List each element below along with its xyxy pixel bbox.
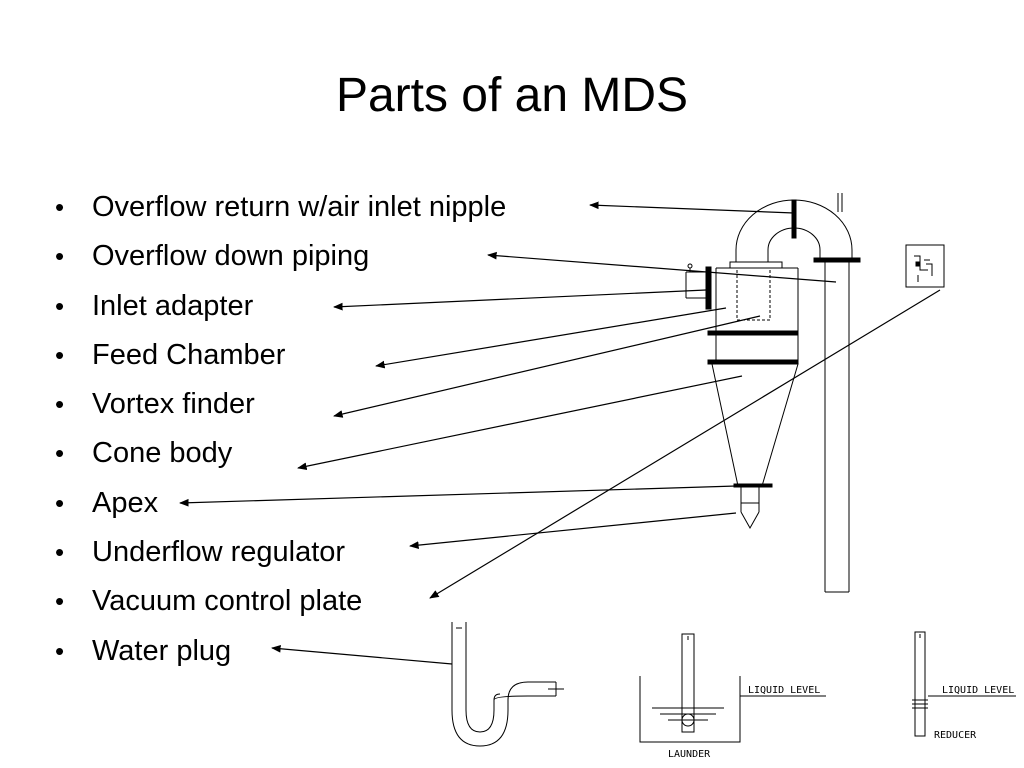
arrow-water-plug (271, 644, 453, 665)
slide-title: Parts of an MDS (335, 69, 689, 122)
arrow-overflow-down (487, 251, 837, 283)
liquid-level-label-1: LIQUID LEVEL (748, 685, 820, 696)
list-item: • Water plug (50, 627, 506, 676)
flange-lower (707, 359, 799, 365)
list-item-label: Underflow regulator (92, 536, 346, 569)
arrow-overflow-return (589, 201, 795, 214)
list-item-label: Overflow return w/air inlet nipple (92, 191, 507, 223)
list-item: • Vortex finder (50, 380, 506, 429)
list-item: • Underflow regulator (50, 528, 506, 577)
overflow-down-pipe (813, 257, 861, 593)
separator-drawing (685, 193, 861, 593)
bullet-icon: • (55, 487, 65, 518)
arrow-vortex-finder (333, 315, 761, 418)
list-item-label: Overflow down piping (92, 240, 370, 273)
arrow-underflow-regulator (409, 512, 737, 549)
bullet-icon: • (55, 192, 65, 222)
arrow-apex (179, 485, 737, 507)
reducer-label: REDUCER (934, 730, 977, 741)
list-item: • Feed Chamber (50, 331, 506, 380)
bullet-icon: • (55, 537, 65, 568)
list-item-label: Inlet adapter (92, 289, 254, 322)
feed-chamber (715, 261, 799, 334)
list-item: • Apex (50, 479, 506, 528)
flange-upper (707, 330, 799, 336)
water-plug-trap (451, 622, 564, 747)
list-item: • Cone body (50, 429, 506, 478)
list-item-label: Apex (92, 486, 159, 519)
list-item: • Vacuum control plate (50, 577, 506, 626)
arrow-cone-body (297, 375, 743, 471)
underflow-regulator (740, 487, 760, 530)
parts-list: • Overflow return w/air inlet nipple • Ove… (50, 183, 506, 676)
arrow-inlet-adapter (333, 289, 707, 311)
bullet-icon: • (55, 586, 65, 617)
arrow-feed-chamber (375, 307, 727, 369)
list-item: • Overflow return w/air inlet nipple (50, 183, 506, 232)
bullet-icon: • (55, 339, 65, 370)
launder-drawing (639, 633, 826, 743)
bullet-icon: • (55, 635, 65, 666)
apex (733, 483, 773, 488)
list-item-label: Vacuum control plate (92, 585, 363, 618)
list-item-label: Vortex finder (92, 388, 255, 421)
arrow-vacuum-plate (429, 289, 941, 599)
liquid-level-label-2: LIQUID LEVEL (942, 685, 1014, 696)
bullet-icon: • (55, 438, 65, 469)
vacuum-control-plate (905, 244, 945, 288)
bullet-icon: • (55, 290, 65, 321)
bullet-icon: • (55, 389, 65, 420)
overflow-return-bend (735, 193, 853, 262)
list-item-label: Cone body (92, 437, 233, 470)
leader-arrows (179, 201, 941, 665)
list-item-label: Feed Chamber (92, 338, 286, 371)
list-item-label: Water plug (92, 634, 232, 667)
list-item: • Overflow down piping (50, 232, 506, 281)
cone-body (711, 363, 799, 487)
list-item: • Inlet adapter (50, 282, 506, 331)
reducer-drawing (912, 631, 1016, 737)
bullet-icon: • (55, 241, 65, 272)
launder-label: LAUNDER (668, 749, 711, 760)
